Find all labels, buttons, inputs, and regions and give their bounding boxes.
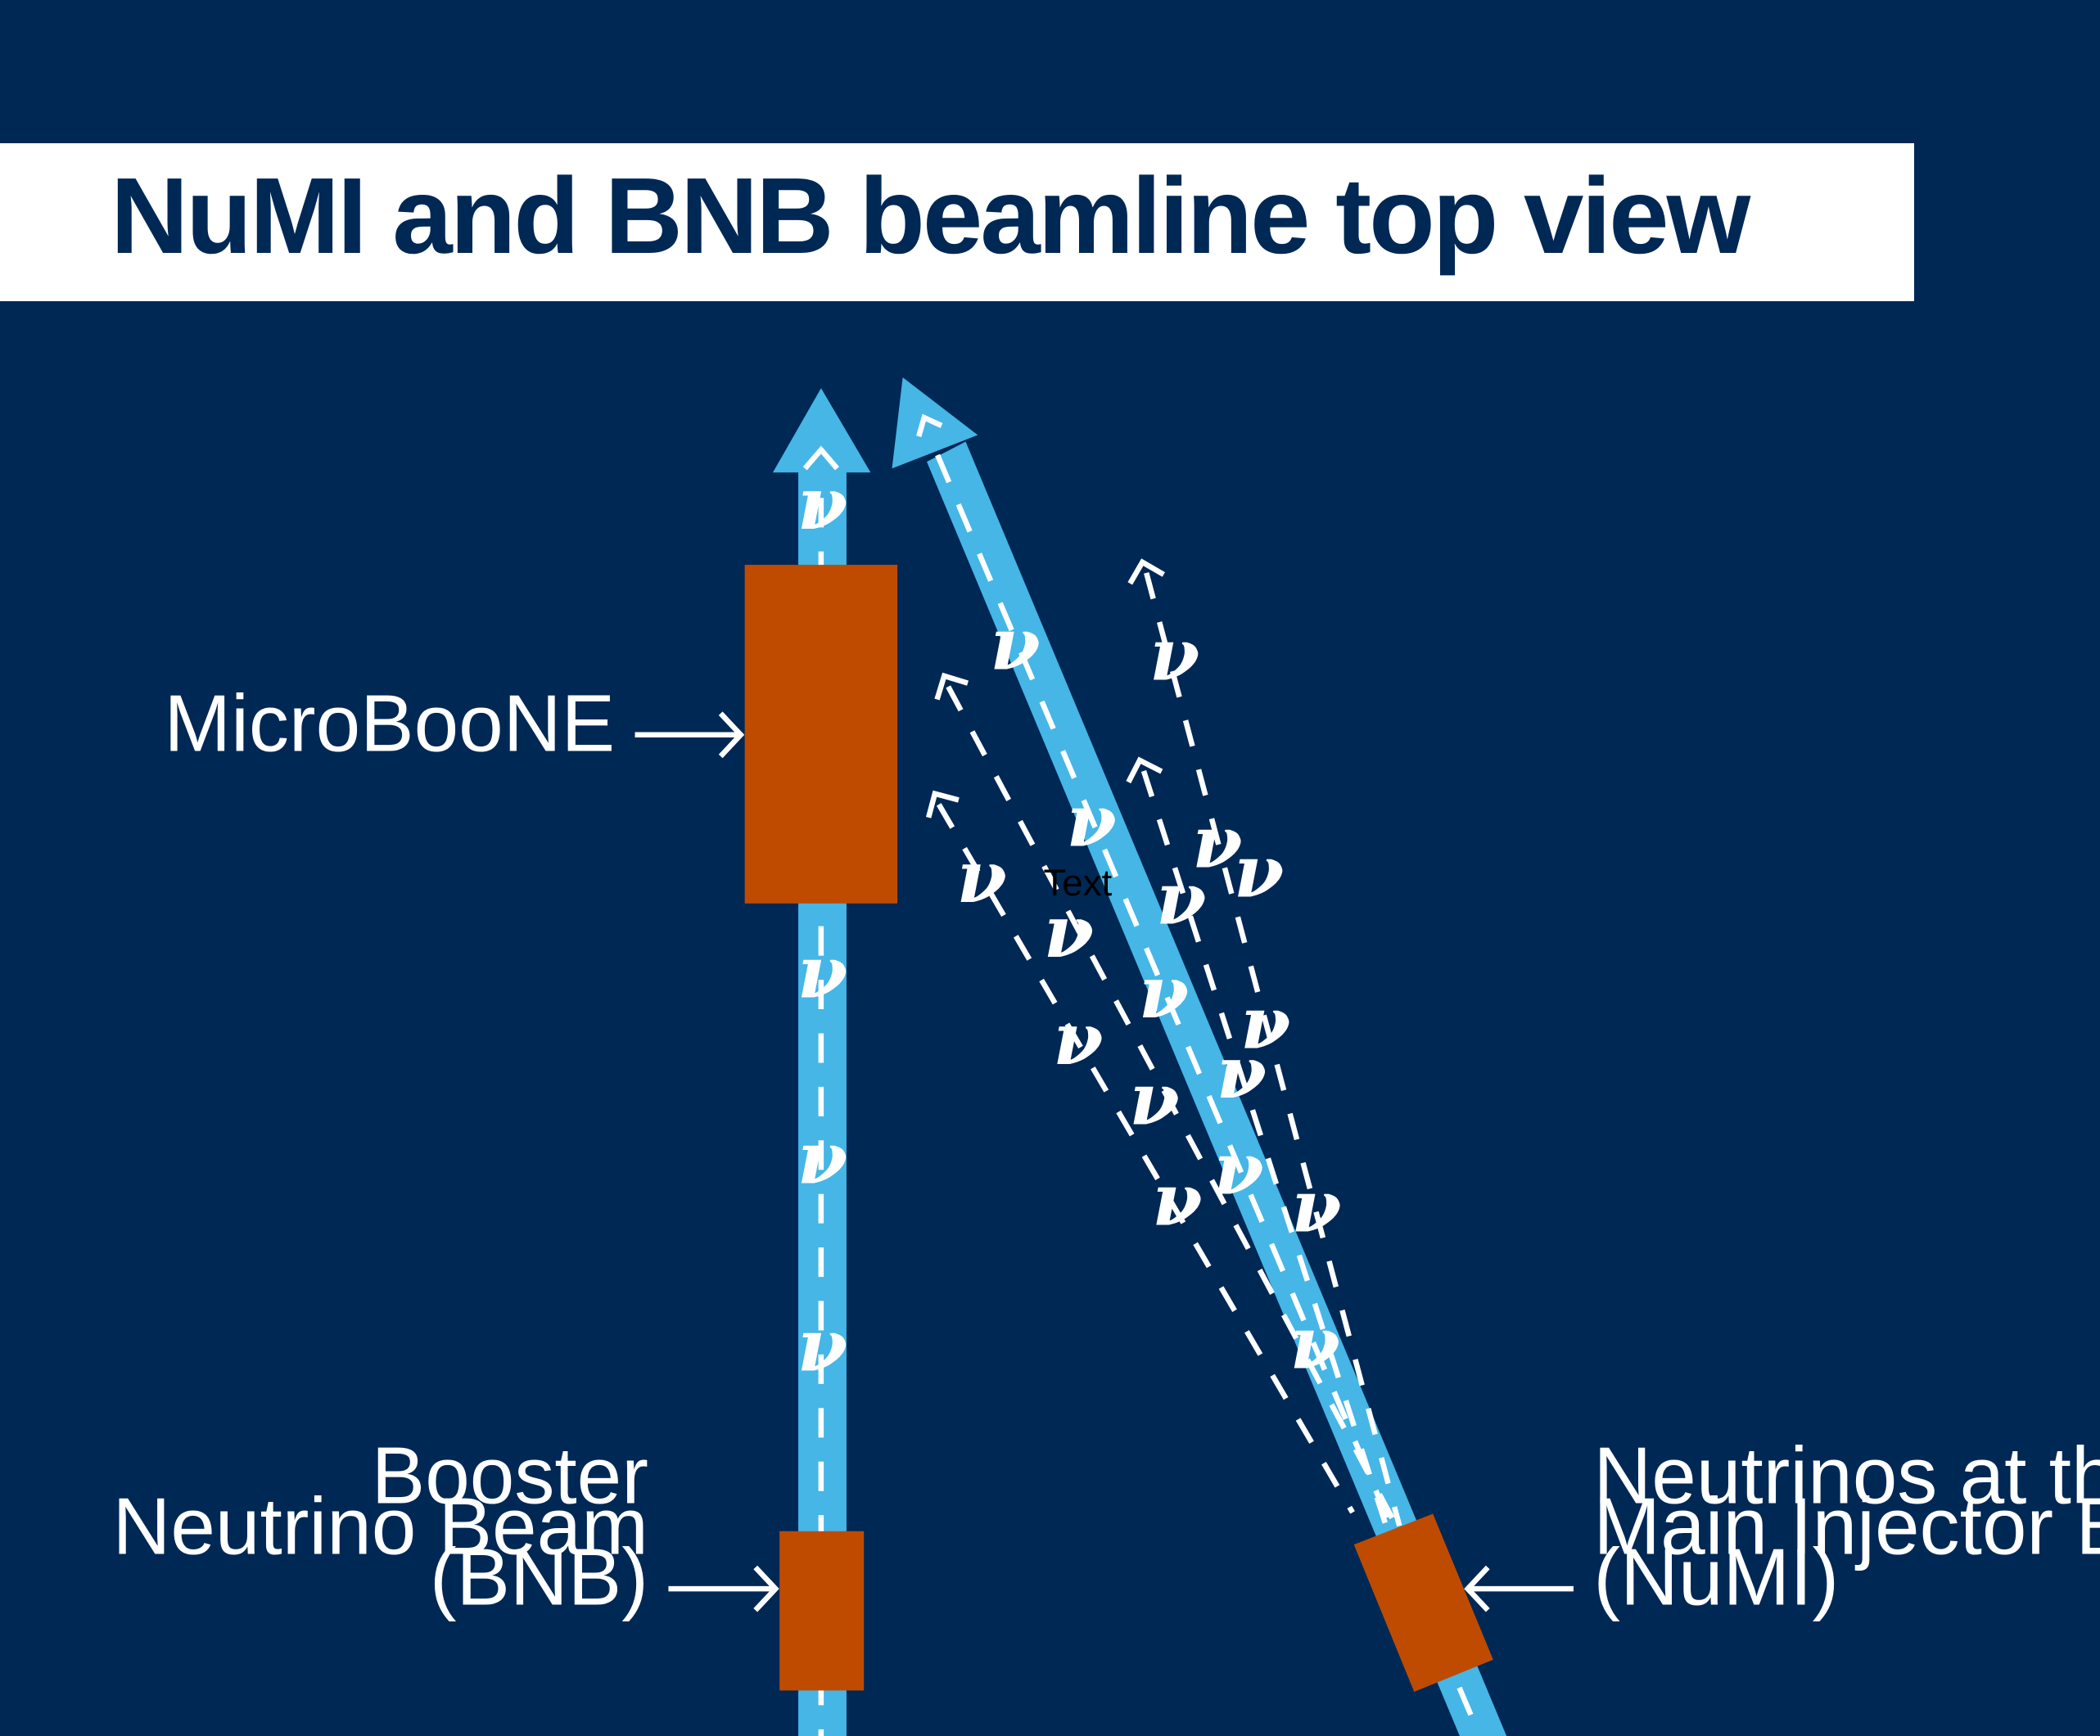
numi-path-arrowhead bbox=[916, 413, 943, 438]
title-band bbox=[0, 143, 1914, 301]
neutrino-symbol: ν bbox=[797, 461, 847, 546]
bnb-target bbox=[779, 1531, 865, 1691]
neutrino-symbol: ν bbox=[1156, 855, 1206, 940]
off-axis-neutrino-paths bbox=[925, 558, 1402, 1527]
neutrino-symbol: ν bbox=[1213, 1126, 1263, 1211]
neutrino-symbol: ν bbox=[1234, 829, 1284, 914]
numi-target bbox=[1353, 1513, 1493, 1693]
neutrino-symbol: ν bbox=[1139, 949, 1189, 1035]
numi-label-line2: Main Injector Beam bbox=[1593, 1481, 2100, 1571]
off-axis-path-2 bbox=[936, 803, 1355, 1514]
neutrino-symbol: ν bbox=[797, 1116, 847, 1201]
neutrino-symbol: ν bbox=[1152, 1157, 1202, 1242]
neutrino-symbol: ν bbox=[797, 1303, 847, 1388]
page-title: NuMI and BNB beamline top view bbox=[111, 156, 1750, 276]
neutrino-symbol: ν bbox=[797, 929, 847, 1014]
numi-label-line3: (NuMI) bbox=[1593, 1532, 1839, 1622]
off-axis-arrowhead-4 bbox=[1126, 756, 1163, 784]
neutrino-symbol: ν bbox=[1217, 1030, 1267, 1115]
numi-label-line1: Neutrinos at the bbox=[1593, 1430, 2100, 1520]
numi-beam bbox=[892, 377, 1507, 1736]
neutrino-symbol: ν bbox=[1044, 889, 1094, 974]
off-axis-path-1 bbox=[946, 685, 1396, 1521]
neutrino-symbol: ν bbox=[1067, 778, 1117, 863]
off-axis-arrowhead-2 bbox=[925, 790, 960, 818]
microboone-label: MicroBooNE bbox=[164, 678, 615, 768]
neutrino-symbol: ν bbox=[1240, 980, 1290, 1065]
neutrino-symbol: ν bbox=[1290, 1300, 1340, 1385]
numi-beam-shaft bbox=[927, 441, 1507, 1736]
bnb-pointer-arrow bbox=[668, 1565, 779, 1612]
off-axis-arrowhead-1 bbox=[934, 672, 969, 701]
off-axis-path-3 bbox=[1144, 572, 1402, 1527]
bnb-beam-arrowhead bbox=[772, 388, 871, 473]
neutrino-symbol: ν bbox=[1149, 612, 1199, 697]
neutrino-symbol: ν bbox=[956, 834, 1006, 919]
bnb-label-line3: (BNB) bbox=[430, 1532, 648, 1622]
bnb-path-arrowhead bbox=[802, 445, 839, 471]
microboone-pointer-arrow bbox=[635, 711, 745, 759]
numi-pointer-arrow bbox=[1464, 1565, 1574, 1612]
neutrino-symbol: ν bbox=[1291, 1163, 1341, 1248]
off-axis-arrowhead-3 bbox=[1127, 558, 1165, 585]
bnb-label-line2: Neutrino Beam bbox=[113, 1481, 648, 1571]
neutrino-symbol: ν bbox=[990, 602, 1040, 687]
stray-text-label: Text bbox=[1043, 862, 1112, 904]
numi-neutrino-path bbox=[935, 453, 1483, 1736]
neutrino-symbol: ν bbox=[1129, 1057, 1179, 1142]
neutrino-symbol: ν bbox=[1192, 800, 1242, 885]
neutrino-symbol: ν bbox=[1053, 996, 1103, 1081]
bnb-label-line1: Booster bbox=[372, 1430, 648, 1520]
microboone-detector bbox=[744, 565, 898, 904]
